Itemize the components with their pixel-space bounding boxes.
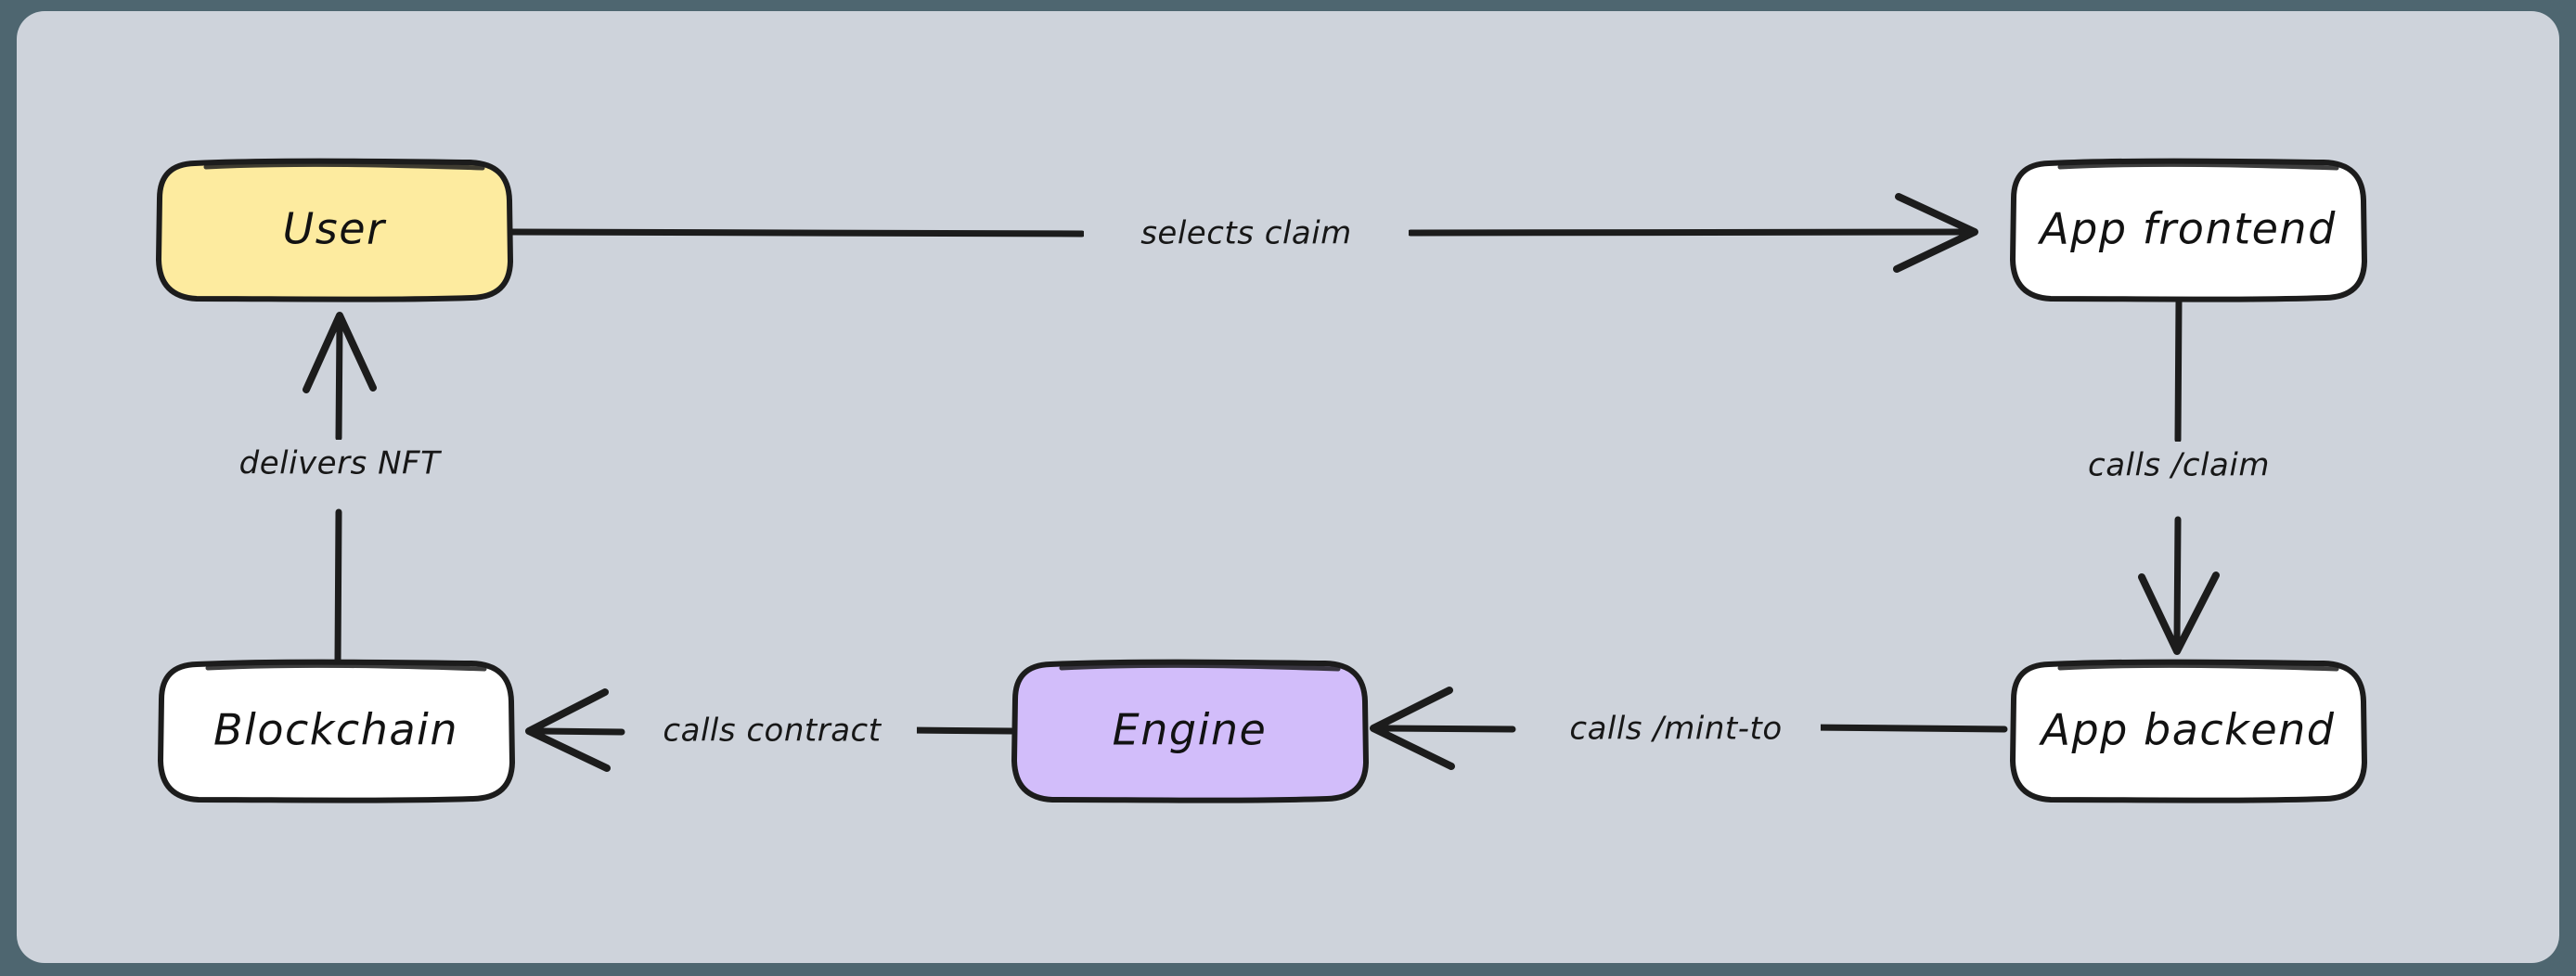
node-user-fill bbox=[159, 162, 510, 299]
node-app-backend-label: App backend bbox=[2039, 705, 2336, 755]
arrowhead-left-engine bbox=[1370, 687, 1455, 770]
edge-label-bg-calls-claim bbox=[2058, 442, 2307, 490]
edge-app-backend-to-engine: calls /mint-to bbox=[1370, 687, 2008, 770]
edge-app-frontend-to-app-backend: calls /claim bbox=[2058, 297, 2307, 655]
edge-label-calls-claim: calls /claim bbox=[2088, 447, 2270, 484]
node-app-frontend-label: App frontend bbox=[2037, 204, 2337, 254]
node-app-frontend-border-sketch-2 bbox=[2057, 161, 2339, 171]
node-blockchain[interactable]: Blockchain bbox=[158, 659, 515, 803]
node-engine[interactable]: Engine bbox=[1011, 659, 1369, 803]
edge-label-delivers-nft: delivers NFT bbox=[239, 445, 442, 482]
node-engine-fill bbox=[1014, 663, 1366, 800]
node-blockchain-border bbox=[158, 659, 515, 803]
edge-label-selects-claim: selects claim bbox=[1140, 215, 1352, 252]
edge-label-bg-selects-claim bbox=[1084, 210, 1409, 258]
arrowhead-left-blockchain bbox=[525, 688, 611, 772]
node-app-backend-fill bbox=[2013, 663, 2364, 800]
edge-label-bg-delivers-nft bbox=[197, 440, 484, 488]
edge-line-calls-mint-to bbox=[1381, 724, 2008, 733]
arrowhead-up-user bbox=[303, 312, 377, 393]
node-engine-border-sketch-2 bbox=[1059, 662, 1341, 672]
arrowhead-down-backend bbox=[2138, 571, 2220, 655]
node-app-frontend-border bbox=[2010, 158, 2367, 302]
node-engine-label: Engine bbox=[1113, 705, 1268, 755]
node-app-backend[interactable]: App backend bbox=[2010, 659, 2367, 803]
node-app-backend-border-sketch-2 bbox=[2057, 662, 2339, 672]
node-engine-border bbox=[1011, 659, 1369, 803]
edge-line-delivers-nft bbox=[334, 319, 343, 666]
edge-label-calls-mint-to: calls /mint-to bbox=[1569, 711, 1782, 748]
node-blockchain-fill bbox=[161, 663, 512, 800]
node-blockchain-label: Blockchain bbox=[213, 705, 458, 755]
edge-line-calls-contract bbox=[536, 726, 1015, 736]
node-user[interactable]: User bbox=[156, 158, 513, 302]
node-app-backend-border bbox=[2010, 659, 2367, 803]
edge-label-calls-contract: calls contract bbox=[663, 713, 882, 750]
edge-user-to-app-frontend: selects claim bbox=[509, 193, 1978, 273]
node-user-border bbox=[156, 158, 513, 302]
node-blockchain-border-sketch-2 bbox=[205, 662, 487, 672]
edge-label-bg-calls-mint-to bbox=[1533, 705, 1821, 753]
node-user-label: User bbox=[283, 204, 387, 254]
edge-engine-to-blockchain: calls contract bbox=[525, 688, 1015, 772]
node-user-border-sketch-2 bbox=[203, 161, 485, 171]
arrowhead-right-frontend bbox=[1893, 193, 1978, 273]
edge-label-bg-calls-contract bbox=[627, 707, 917, 755]
node-app-frontend[interactable]: App frontend bbox=[2010, 158, 2367, 302]
node-app-frontend-fill bbox=[2013, 162, 2364, 299]
edge-line-calls-claim bbox=[2173, 297, 2183, 644]
edge-line-selects-claim bbox=[509, 228, 1969, 238]
edge-blockchain-to-user: delivers NFT bbox=[197, 312, 484, 666]
